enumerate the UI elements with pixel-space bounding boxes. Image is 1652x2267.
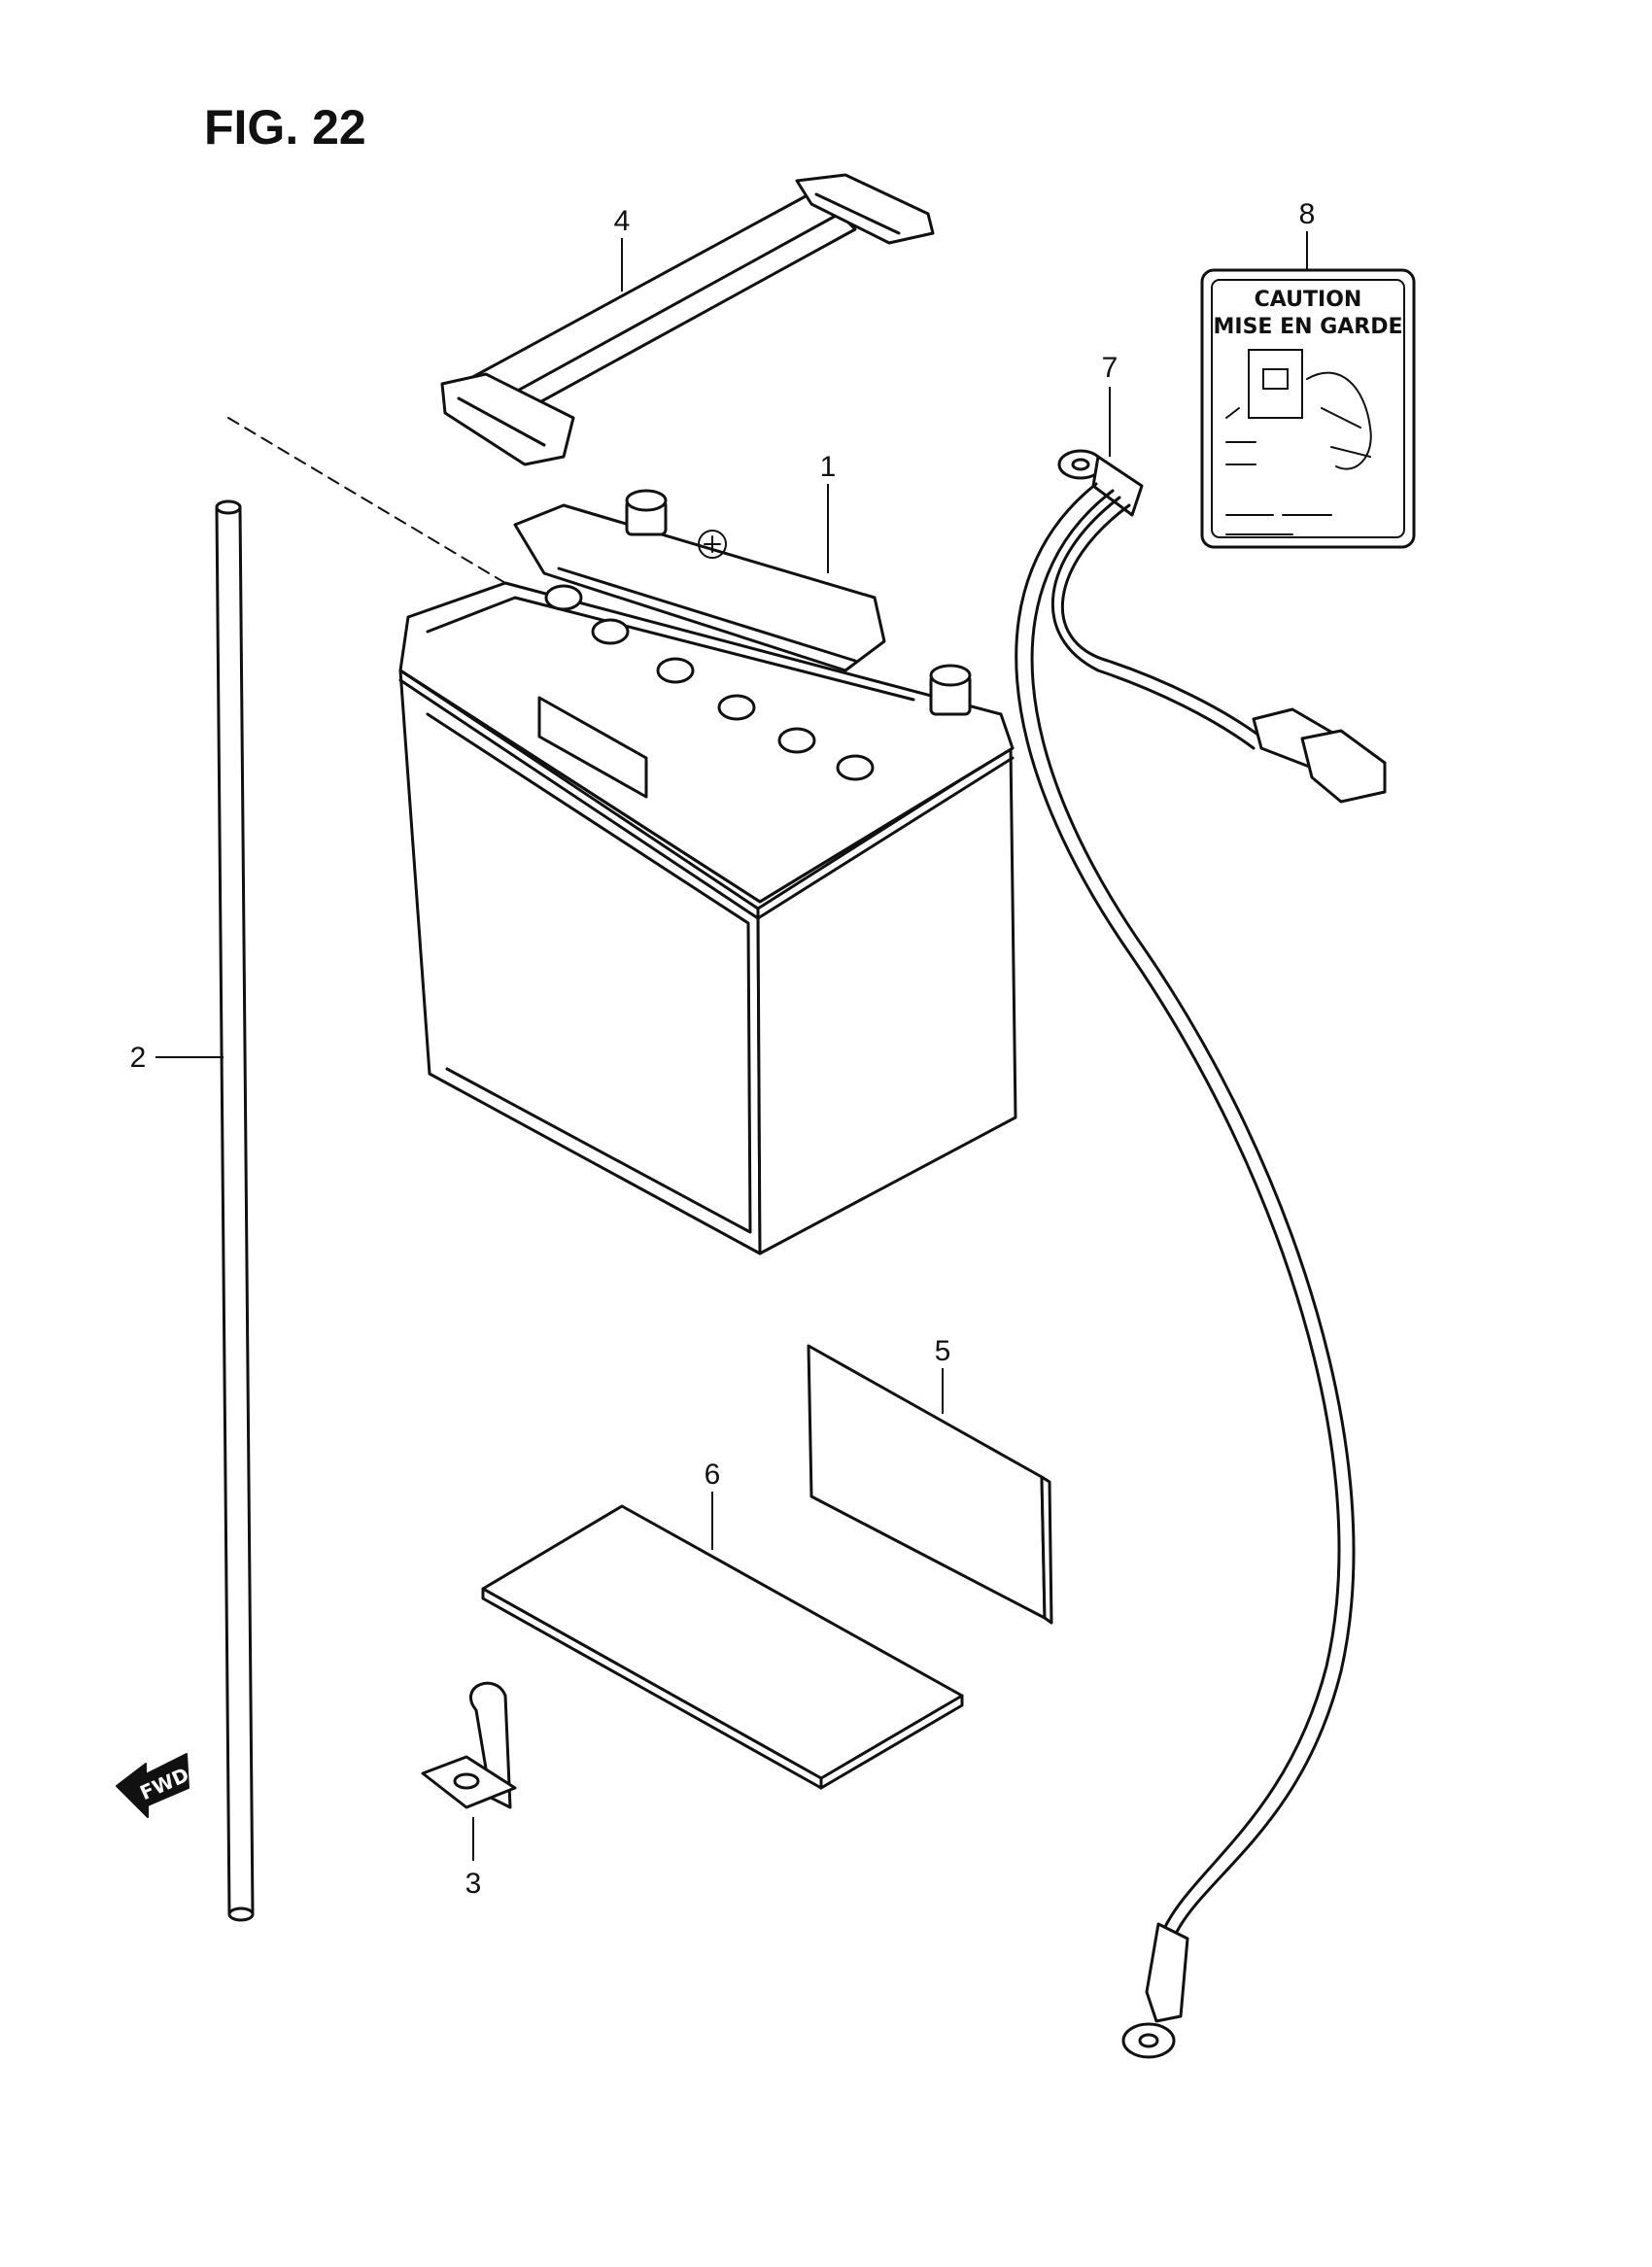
callout-number: 1 [820, 451, 837, 483]
callout-number: 7 [1102, 352, 1119, 384]
battery-lead-wire-icon [1015, 449, 1387, 2059]
callout-number: 3 [465, 1868, 482, 1900]
callout-number: 2 [130, 1042, 147, 1074]
callout-number: 5 [935, 1335, 951, 1367]
callout-number: 4 [614, 205, 631, 237]
callout-4: 4 [614, 205, 631, 292]
callout-1: 1 [820, 451, 837, 573]
callout-number: 6 [705, 1459, 721, 1491]
caution-label-line2: MISE EN GARDE [1213, 315, 1402, 339]
breather-tube-icon [215, 417, 506, 1922]
callout-3: 3 [465, 1817, 482, 1900]
figure-title: FIG. 22 [204, 100, 366, 155]
tube-clamp-icon [421, 1681, 517, 1809]
rubber-pad-vertical-icon [807, 1344, 1053, 1625]
battery-band-icon [440, 173, 935, 466]
rubber-pad-flat-icon [481, 1504, 964, 1790]
callout-2: 2 [130, 1042, 224, 1074]
caution-label-line1: CAUTION [1255, 288, 1362, 312]
battery-icon [398, 489, 1017, 1255]
callout-8: 8 [1299, 198, 1316, 270]
callout-7: 7 [1102, 352, 1119, 457]
fwd-arrow-icon: FWD [116, 1753, 192, 1818]
callout-5: 5 [935, 1335, 951, 1414]
caution-label-icon: CAUTION MISE EN GARDE [1200, 268, 1416, 549]
callout-6: 6 [705, 1459, 721, 1550]
callout-number: 8 [1299, 198, 1316, 230]
